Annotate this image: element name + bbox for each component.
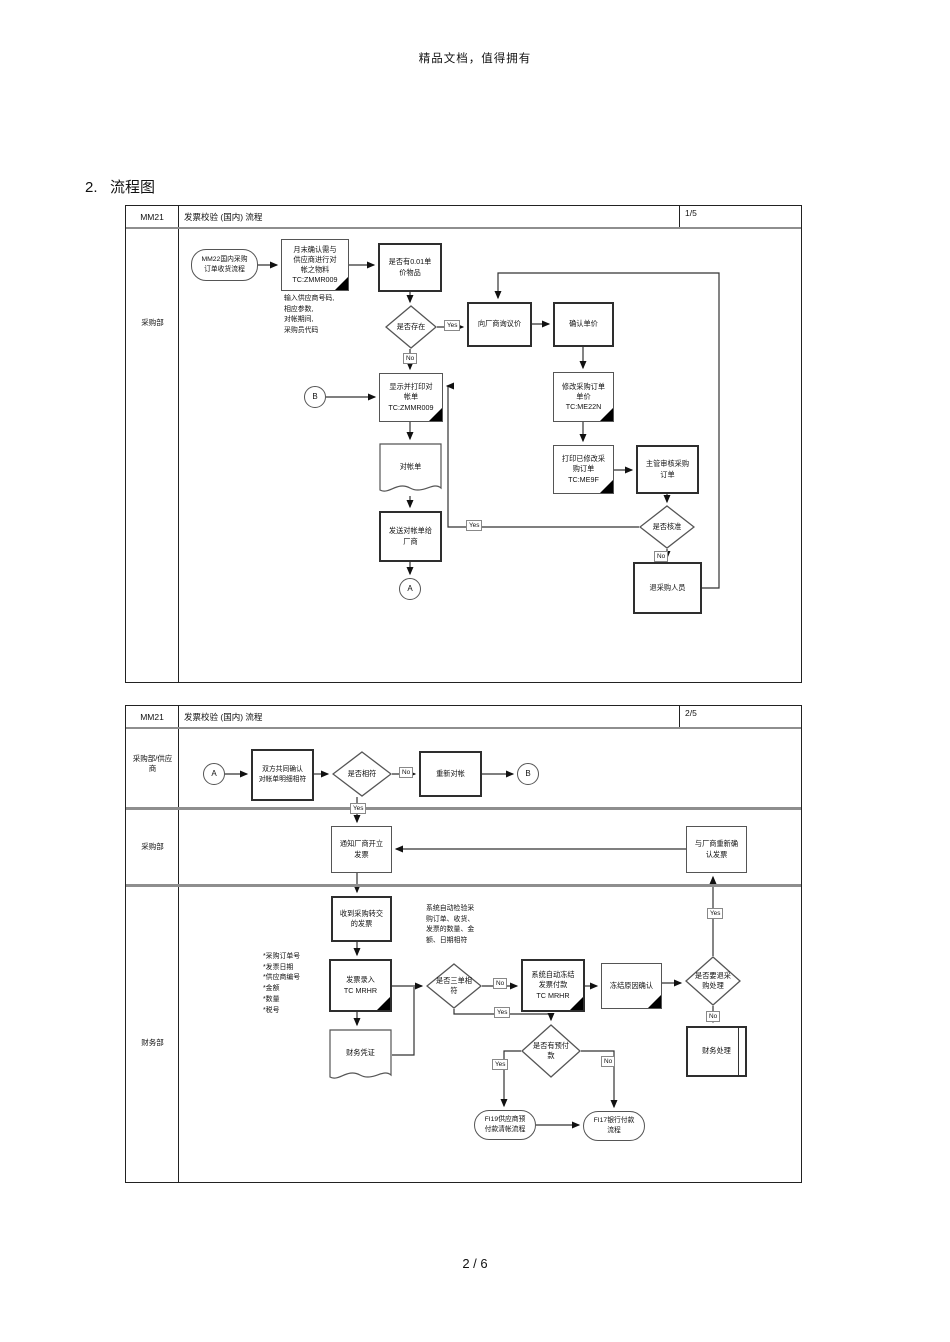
process-both-confirm-statement: 双方共同确认 对帐单明细相符 (251, 749, 314, 801)
predefined-process-edge (738, 1028, 739, 1075)
process-finance-handling: 财务处理 (686, 1026, 747, 1077)
process-reconfirm-invoice: 与厂商重新确 认发票 (686, 826, 747, 873)
process-redo-reconciliation: 重新对帐 (419, 751, 482, 797)
decision-match: 是否相符 (332, 751, 392, 797)
page-number: 2 / 6 (462, 1256, 488, 1271)
decision-approved: 是否核准 (639, 505, 695, 549)
process-notify-vendor-invoice: 通知厂商开立 发票 (331, 826, 392, 873)
flowchart-2-title: 发票校验 (国内) 流程 (179, 706, 680, 727)
branch-no-tag: No (493, 978, 508, 990)
decision-return-to-purchasing: 是否要退采 购处理 (685, 956, 741, 1006)
flowchart-1-lane-column (126, 229, 179, 682)
decision-approved-label: 是否核准 (652, 521, 682, 531)
process-invoice-entry: 发票录入 TC MRHR (329, 959, 392, 1012)
decision-has-prepayment-label: 是否有预付 款 (533, 1040, 569, 1060)
decision-exists: 是否存在 (385, 305, 437, 349)
section-heading: 2. 流程图 (85, 179, 156, 196)
process-modify-po-price-label: 修改采购订单 单价 TC:ME22N (561, 381, 606, 412)
process-receive-invoice: 收到采购转交 的发票 (331, 896, 392, 942)
branch-no-tag: No (399, 767, 414, 779)
tc-corner-icon (570, 997, 583, 1010)
connector-b: B (517, 763, 539, 785)
flowchart-1-code: MM21 (126, 206, 179, 227)
tc-corner-icon (600, 408, 613, 421)
connector-b: B (304, 386, 326, 408)
tc-corner-icon (600, 480, 613, 493)
flowchart-2-connectors (225, 770, 717, 1129)
flowchart-2-code: MM21 (126, 706, 179, 727)
tc-corner-icon (429, 408, 442, 421)
branch-yes-tag: Yes (707, 908, 724, 920)
lane-label-purchasing: 采购部 (141, 842, 164, 851)
terminator-fi19-prepayment-clearing: FI19供应商预 付款清帐流程 (474, 1110, 536, 1140)
process-print-modified-po-label: 打印已修改采 购订单 TC:ME9F (561, 454, 606, 484)
process-confirm-unit-price: 确认单价 (553, 302, 614, 347)
process-show-print-statement: 显示并打印对 帐单 TC:ZMMR009 (379, 373, 443, 422)
process-invoice-entry-label: 发票录入 TC MRHR (343, 975, 378, 995)
document-statement: 对帐单 (379, 443, 442, 499)
flowchart-1: MM21 发票校验 (国内) 流程 1/5 采购部 (125, 205, 802, 683)
flowchart-1-header: MM21 发票校验 (国内) 流程 1/5 (126, 206, 801, 229)
process-monthly-confirm-label: 月末确认需与 供应商进行对 帐之物料 TC:ZMMR009 (292, 244, 338, 285)
process-auto-freeze-payment: 系统自动冻结 发票付款 TC MRHR (521, 959, 585, 1012)
document-finance-voucher-label: 财务凭证 (346, 1048, 375, 1058)
branch-yes-tag: Yes (350, 803, 367, 815)
connector-a: A (399, 578, 421, 600)
branch-no-tag: No (601, 1056, 616, 1068)
process-return-to-buyer: 退采购人员 (633, 562, 702, 614)
branch-no-tag: No (403, 353, 418, 365)
flowchart-1-title: 发票校验 (国内) 流程 (179, 206, 680, 227)
process-auto-freeze-payment-label: 系统自动冻结 发票付款 TC MRHR (531, 970, 575, 1000)
decision-three-way-match: 是否三单相 符 (426, 963, 482, 1009)
lane-label-finance: 财务部 (141, 1038, 164, 1047)
note-input-parameters: 输入供应商号码, 相应参数, 对帐期间, 采购员代码 (284, 295, 335, 335)
branch-no-tag: No (706, 1011, 721, 1023)
note-system-auto-check: 系统自动检验采 购订单、收货、 发票的数量、金 额、日期相符 (426, 905, 475, 945)
process-print-modified-po: 打印已修改采 购订单 TC:ME9F (553, 445, 614, 494)
process-send-statement: 发送对帐单给 厂商 (379, 511, 442, 562)
decision-three-way-match-label: 是否三单相 符 (436, 975, 472, 995)
process-finance-handling-label: 财务处理 (702, 1046, 731, 1056)
document-header-text: 精品文档，值得拥有 (418, 53, 532, 65)
lane-label-purchasing: 采购部 (141, 318, 164, 327)
flowchart-2-page-number: 2/5 (685, 708, 697, 718)
branch-yes-tag: Yes (492, 1059, 509, 1071)
process-supervisor-review: 主管审核采购 订单 (636, 445, 699, 494)
flowchart-2-lane-column (126, 729, 179, 1182)
process-show-print-statement-label: 显示并打印对 帐单 TC:ZMMR009 (388, 382, 434, 412)
note-invoice-fields: *采购订单号 *发票日期 *供应商编号 *金额 *数量 *税号 (263, 953, 301, 1014)
branch-yes-tag: Yes (494, 1007, 511, 1019)
tc-corner-icon (377, 997, 390, 1010)
process-modify-po-price: 修改采购订单 单价 TC:ME22N (553, 372, 614, 422)
terminator-mm22-goods-receipt: MM22国内采购 订单收货流程 (191, 249, 258, 281)
process-monthly-confirm: 月末确认需与 供应商进行对 帐之物料 TC:ZMMR009 (281, 239, 349, 291)
connector-a: A (203, 763, 225, 785)
process-has-001-price-item: 是否有0.01单 价物品 (378, 243, 442, 292)
process-freeze-reason-confirm-label: 冻结原因确认 (609, 980, 654, 990)
lane-label-purchasing-vendor: 采购部/供应 商 (132, 754, 173, 774)
decision-has-prepayment: 是否有预付 款 (521, 1024, 581, 1078)
flowchart-2: MM21 发票校验 (国内) 流程 2/5 采购部/供应 商 采购部 财务部 (125, 705, 802, 1183)
branch-no-tag: No (654, 551, 669, 563)
decision-return-to-purchasing-label: 是否要退采 购处理 (695, 970, 731, 990)
process-freeze-reason-confirm: 冻结原因确认 (601, 963, 662, 1009)
tc-corner-icon (335, 277, 348, 290)
tc-corner-icon (648, 995, 661, 1008)
decision-match-label: 是否相符 (347, 768, 377, 778)
document-finance-voucher: 财务凭证 (329, 1029, 392, 1086)
flowchart-1-connectors (258, 261, 720, 589)
flowchart-1-page-number: 1/5 (685, 208, 697, 218)
decision-exists-label: 是否存在 (396, 321, 426, 331)
lane-divider (126, 807, 801, 810)
branch-yes-tag: Yes (466, 520, 483, 532)
flowchart-2-header: MM21 发票校验 (国内) 流程 2/5 (126, 706, 801, 729)
lane-divider (126, 884, 801, 887)
branch-yes-tag: Yes (444, 320, 461, 332)
process-negotiate-vendor: 向厂商询议价 (467, 302, 532, 347)
document-statement-label: 对帐单 (399, 461, 422, 471)
terminator-fi17-bank-payment: FI17银行付款 流程 (583, 1111, 645, 1141)
